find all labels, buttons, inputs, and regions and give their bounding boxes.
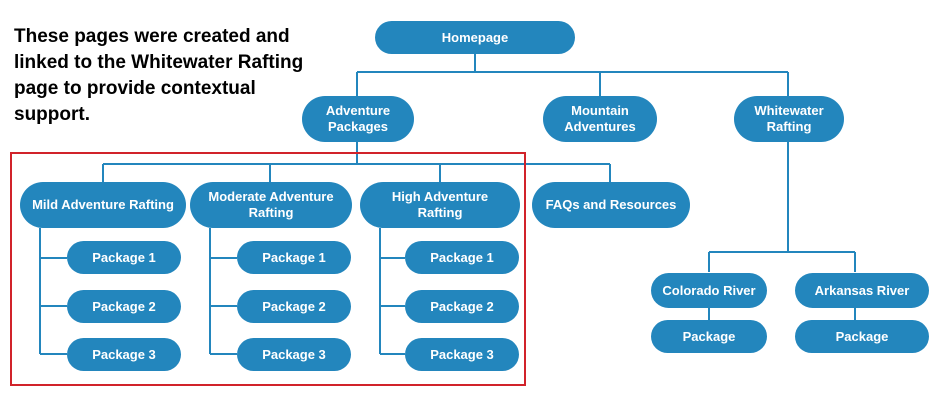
node-colorado-river[interactable]: Colorado River [651, 273, 767, 308]
node-moderate-package-1[interactable]: Package 1 [237, 241, 351, 274]
connector-high-packages [379, 228, 405, 355]
node-moderate-package-3[interactable]: Package 3 [237, 338, 351, 371]
node-high-package-2[interactable]: Package 2 [405, 290, 519, 323]
highlight-box [10, 152, 526, 386]
node-moderate-package-2[interactable]: Package 2 [237, 290, 351, 323]
node-adventure-packages[interactable]: Adventure Packages [302, 96, 414, 142]
node-arkansas-package[interactable]: Package [795, 320, 929, 353]
node-faqs-and-resources[interactable]: FAQs and Resources [532, 182, 690, 228]
node-mountain-adventures[interactable]: Mountain Adventures [543, 96, 657, 142]
node-colorado-package[interactable]: Package [651, 320, 767, 353]
node-mild-adventure-rafting[interactable]: Mild Adventure Rafting [20, 182, 186, 228]
node-high-package-3[interactable]: Package 3 [405, 338, 519, 371]
node-mild-package-3[interactable]: Package 3 [67, 338, 181, 371]
node-mild-package-1[interactable]: Package 1 [67, 241, 181, 274]
connector-moderate-packages [209, 228, 237, 355]
node-high-package-1[interactable]: Package 1 [405, 241, 519, 274]
node-whitewater-rafting[interactable]: Whitewater Rafting [734, 96, 844, 142]
node-high-adventure-rafting[interactable]: High Adventure Rafting [360, 182, 520, 228]
caption-text: These pages were created and linked to t… [14, 26, 304, 125]
node-moderate-adventure-rafting[interactable]: Moderate Adventure Rafting [190, 182, 352, 228]
node-mild-package-2[interactable]: Package 2 [67, 290, 181, 323]
connector-mild-packages [39, 228, 67, 355]
node-homepage[interactable]: Homepage [375, 21, 575, 54]
node-arkansas-river[interactable]: Arkansas River [795, 273, 929, 308]
